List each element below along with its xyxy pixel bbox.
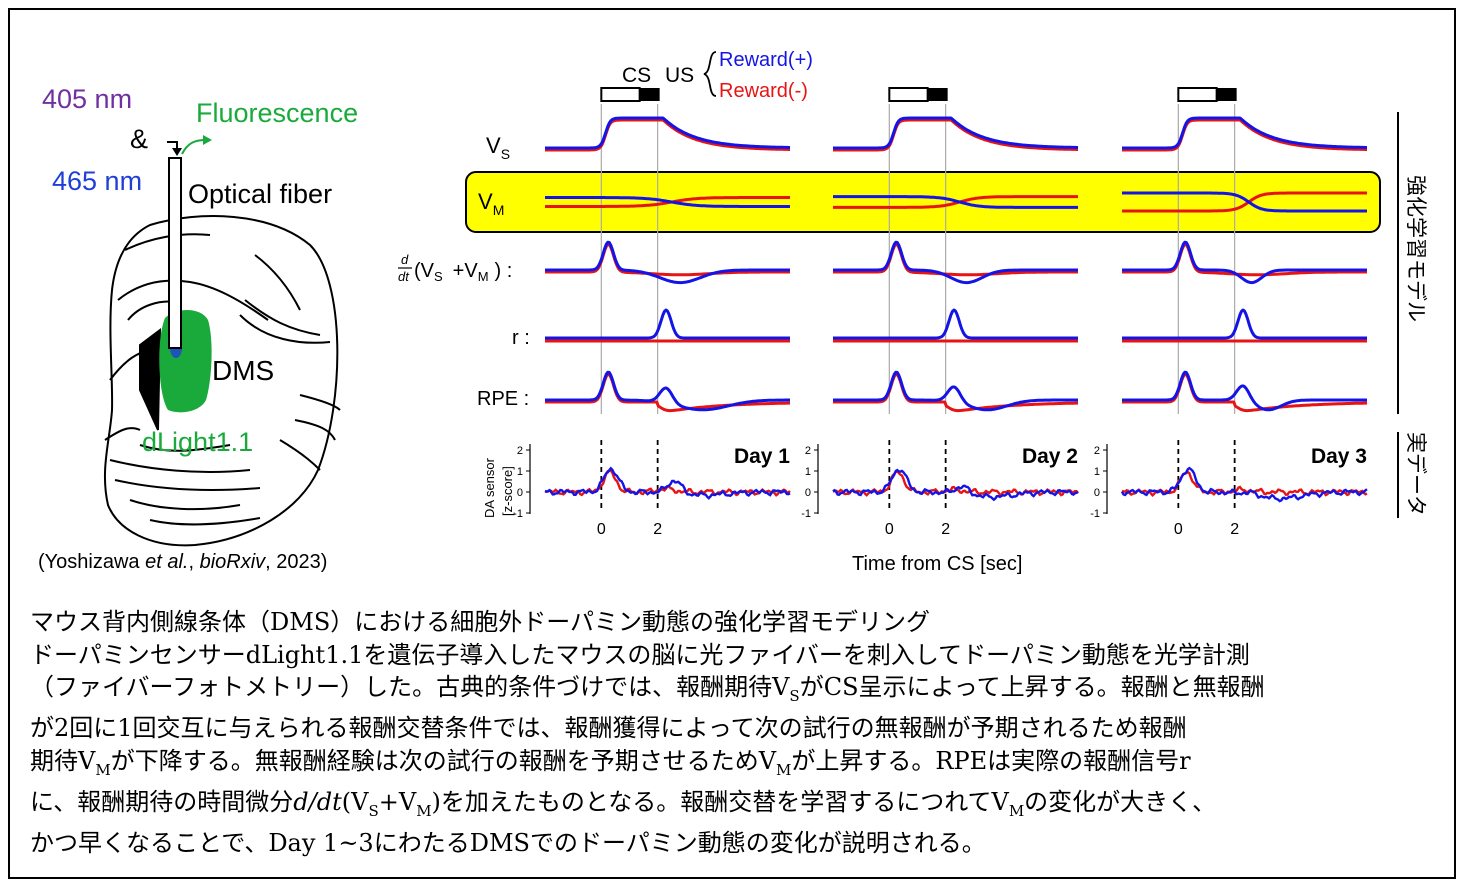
fluorescence-label: Fluorescence xyxy=(196,98,358,128)
legend-cs: CS xyxy=(622,64,651,87)
us-bar xyxy=(639,88,660,101)
da-y-tick-label: 2 xyxy=(517,445,523,457)
vm-trace-reward-minus xyxy=(833,195,1078,209)
citation: (Yoshizawa et al., bioRxiv, 2023) xyxy=(38,551,327,573)
da-y-tick-label: 0 xyxy=(805,487,811,499)
da-y-tick-label: 1 xyxy=(805,466,811,478)
ampersand-label: & xyxy=(130,124,148,154)
cs-bar xyxy=(1177,87,1218,102)
fluorescence-arrow-icon xyxy=(181,139,207,155)
model-plots: 2 1 0 -1 0 2 Day 1 2 1 0 -1 0 2 Day 2 2 1 0 -1 0 2 Day 3 xyxy=(513,87,1368,538)
da-y-tick-label: 1 xyxy=(1094,466,1100,478)
derivative-trace-reward-minus xyxy=(1122,242,1367,277)
day-label: Day 3 xyxy=(1311,445,1367,468)
vm-trace-reward-minus xyxy=(1122,191,1367,213)
row-label-vm: VM xyxy=(478,189,504,218)
da-x-tick-label: 2 xyxy=(1230,521,1239,538)
da-y-tick-label: 0 xyxy=(517,487,523,499)
legend-us: US xyxy=(665,64,694,87)
dms-label: DMS xyxy=(212,355,274,386)
vs-trace-reward-minus xyxy=(833,118,1078,152)
vm-trace-reward-plus xyxy=(545,196,790,208)
rpe-trace-reward-plus xyxy=(1122,370,1367,412)
legend-reward-plus: Reward(+) xyxy=(719,49,813,71)
optical-fiber xyxy=(168,157,182,349)
vs-trace-reward-minus xyxy=(545,118,790,152)
optical-fiber-label: Optical fiber xyxy=(188,179,332,209)
caption-line-2: （ファイバーフォトメトリー）した。古典的条件づけでは、報酬期待VSがCS呈示によ… xyxy=(30,673,1265,705)
da-sensor-label-1: DA sensor xyxy=(482,457,497,518)
caption: マウス背内側線条体（DMS）における細胞外ドーパミン動態の強化学習モデリング ド… xyxy=(30,606,1440,860)
da-x-tick-label: 2 xyxy=(941,521,950,538)
side-label-model: 強化学習モデル xyxy=(1404,175,1428,322)
da-trace-reward-plus xyxy=(1120,466,1368,503)
row-label-derivative: d dt (VS+VM) : xyxy=(398,252,512,284)
da-y-tick-label: 1 xyxy=(517,466,523,478)
r-trace-reward-plus xyxy=(833,308,1078,340)
wavelength-465-label: 465 nm xyxy=(52,166,142,196)
caption-line-5: に、報酬期待の時間微分d/dt(VS+VM)を加えたものとなる。報酬交替を学習す… xyxy=(30,788,1217,820)
rpe-trace-reward-minus xyxy=(833,372,1078,413)
dms-region xyxy=(159,310,212,413)
da-trace-reward-plus xyxy=(544,466,791,500)
rpe-trace-reward-plus xyxy=(545,370,790,412)
da-x-tick-label: 0 xyxy=(1174,521,1183,538)
vm-highlight-box xyxy=(465,171,1381,233)
legend-reward-minus: Reward(-) xyxy=(719,80,808,102)
r-trace-reward-plus xyxy=(545,308,790,340)
da-y-tick-label: -1 xyxy=(801,508,811,520)
derivative-trace-reward-plus xyxy=(833,240,1078,285)
da-y-tick-label: -1 xyxy=(1090,508,1100,520)
derivative-trace-reward-minus xyxy=(833,242,1078,277)
r-trace-reward-plus xyxy=(1122,308,1367,340)
row-label-vs: VS xyxy=(486,133,510,162)
vs-trace-reward-plus xyxy=(545,116,790,150)
svg-text:d: d xyxy=(401,252,409,267)
wavelength-405-label: 405 nm xyxy=(42,84,132,114)
da-x-tick-label: 0 xyxy=(597,521,606,538)
da-x-tick-label: 0 xyxy=(885,521,894,538)
figure-frame xyxy=(8,8,1456,879)
legend-brace-icon xyxy=(703,51,717,97)
day-label: Day 1 xyxy=(734,445,790,468)
us-bar xyxy=(927,88,948,101)
da-y-tick-label: 0 xyxy=(1094,487,1100,499)
row-label-r: r : xyxy=(512,327,530,349)
cs-bar xyxy=(888,87,929,102)
cs-bar xyxy=(600,87,641,102)
svg-text:(VS+VM) :: (VS+VM) : xyxy=(414,260,512,284)
vs-trace-reward-plus xyxy=(1122,116,1367,150)
rpe-trace-reward-minus xyxy=(1122,372,1367,413)
sensor-label: dLight1.1 xyxy=(142,427,253,457)
derivative-trace-reward-minus xyxy=(545,242,790,277)
day-label: Day 2 xyxy=(1022,445,1078,468)
da-sensor-label-2: [z-score] xyxy=(500,466,515,516)
caption-line-1: ドーパミンセンサーdLight1.1を遺伝子導入したマウスの脳に光ファイバーを刺… xyxy=(30,640,1250,669)
derivative-trace-reward-plus xyxy=(545,240,790,285)
vs-trace-reward-plus xyxy=(833,116,1078,150)
caption-line-4: 期待VMが下降する。無報酬経験は次の試行の報酬を予期させるためVMが上昇する。R… xyxy=(30,746,1191,779)
caption-title: マウス背内側線条体（DMS）における細胞外ドーパミン動態の強化学習モデリング xyxy=(30,608,931,636)
vm-trace-reward-plus xyxy=(833,195,1078,209)
figure-svg: 405 nm & 465 nm Fluorescence Optical fib… xyxy=(38,49,1428,575)
rpe-trace-reward-plus xyxy=(833,370,1078,412)
da-y-tick-label: -1 xyxy=(513,508,523,520)
side-label-real: 実データ xyxy=(1404,432,1428,516)
vs-trace-reward-minus xyxy=(1122,118,1367,152)
row-label-rpe: RPE : xyxy=(477,388,529,410)
caption-line-3: が2回に1回交互に与えられる報酬交替条件では、報酬獲得によって次の試行の無報酬が… xyxy=(30,714,1187,743)
x-axis-label: Time from CS [sec] xyxy=(852,553,1022,575)
us-bar xyxy=(1216,88,1237,101)
da-y-tick-label: 2 xyxy=(1094,445,1100,457)
da-trace-reward-plus xyxy=(832,468,1079,502)
rpe-trace-reward-minus xyxy=(545,372,790,413)
da-y-tick-label: 2 xyxy=(805,445,811,457)
derivative-trace-reward-plus xyxy=(1122,240,1367,285)
caption-line-6: かつ早くなることで、Day 1~3にわたるDMSでのドーパミン動態の変化が説明さ… xyxy=(30,829,986,858)
da-x-tick-label: 2 xyxy=(653,521,662,538)
vm-trace-reward-plus xyxy=(1122,191,1367,213)
svg-text:dt: dt xyxy=(398,269,410,284)
